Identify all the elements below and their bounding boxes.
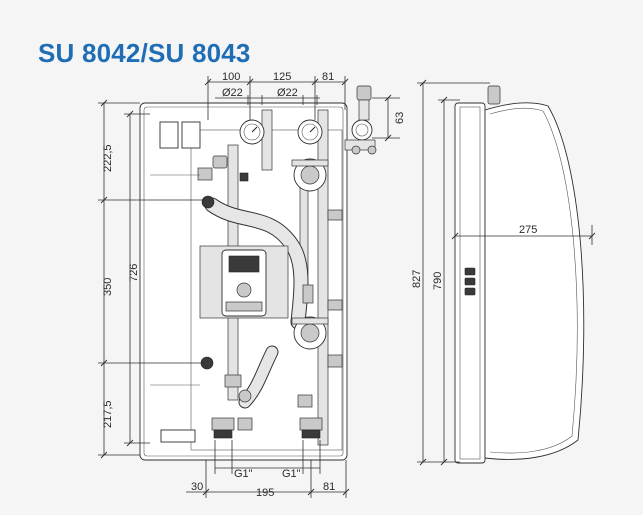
side-outer-ticks [419, 79, 427, 466]
gauge-right-dial [301, 123, 319, 141]
dim-left-350: 350 [102, 278, 114, 296]
gauge-left-dial [243, 123, 261, 141]
dim-bottom-g1-right: G1" [282, 468, 301, 480]
lower-check-valve [238, 389, 252, 403]
right-riser-pipe [317, 109, 329, 446]
side-safety-valve [487, 85, 501, 105]
front-view [139, 85, 377, 461]
gauge-right-needle [309, 126, 316, 133]
bottom-valve-left-body [211, 417, 235, 431]
dim-side-275: 275 [519, 224, 537, 236]
top-ticks [204, 78, 349, 86]
dim-bottom-195: 195 [256, 487, 274, 499]
dim-dia-left: Ø22 [222, 87, 243, 99]
gauge-safety-dial [355, 123, 369, 137]
side-back-inner [459, 106, 481, 460]
safety-valve-cap [356, 85, 372, 101]
dim-side-790: 790 [432, 272, 444, 290]
left-inner-ticks [126, 110, 134, 447]
ball-valve-upper [212, 155, 228, 169]
bottom-valve-right-body [299, 417, 323, 431]
controller-buttons [225, 301, 263, 312]
lower-pump-motor [300, 323, 320, 343]
dim-side-827: 827 [411, 270, 423, 288]
safety-valve-body [358, 99, 370, 121]
flow-meter [302, 284, 314, 304]
dim-top-81: 81 [322, 71, 334, 83]
air-vent-lower [327, 354, 343, 368]
product-title: SU 8042/SU 8043 [38, 38, 251, 68]
side-cover-inner [489, 107, 578, 454]
valve-handle-upper [239, 172, 249, 182]
lower-valve-right [297, 394, 313, 408]
upper-pump-flange [291, 159, 329, 167]
dim-left-726: 726 [128, 264, 140, 282]
cutout-right [181, 121, 201, 149]
air-vent-middle [327, 299, 343, 311]
side-clip-1 [464, 267, 476, 276]
dim-dia-right: Ø22 [277, 87, 298, 99]
safety-fitting-2 [367, 145, 377, 155]
dim-bottom-g1-left: G1" [234, 468, 253, 480]
side-view: 827 790 275 [411, 79, 596, 466]
bend-pipe-fill [205, 198, 308, 329]
housing-inner-edge [143, 106, 344, 457]
gauge-left-needle [251, 126, 258, 133]
lower-pump-flange [291, 317, 329, 325]
left-supply-pipe [261, 109, 273, 171]
bottom-valve-right-nut [301, 429, 321, 439]
dim-top-125: 125 [273, 71, 291, 83]
side-depth-ticks [451, 232, 596, 240]
side-clip-3 [464, 287, 476, 296]
bottom-valve-left-nut [213, 429, 233, 439]
bottom-ticks [202, 488, 350, 496]
dim-63-ticks [384, 94, 392, 142]
controller-knob [236, 282, 252, 298]
left-outer-ticks [100, 99, 108, 459]
gauge-safety [351, 119, 373, 141]
front-dimensions: 100 125 81 Ø22 Ø22 63 222,5 3 [98, 71, 406, 499]
upper-pump-motor [300, 165, 320, 185]
bottom-cutout [160, 429, 196, 443]
fitting-upper-left [197, 167, 213, 181]
bottom-valve-left-2 [237, 417, 253, 431]
side-clip-2 [464, 277, 476, 286]
connection-port-upper [201, 195, 215, 209]
dim-right-63: 63 [394, 112, 406, 124]
side-inner-ticks [440, 96, 448, 466]
dim-bottom-81: 81 [323, 481, 335, 493]
dim-bottom-30: 30 [191, 481, 203, 493]
dim-left-222-5: 222,5 [102, 144, 114, 172]
dim-left-217-5: 217,5 [102, 400, 114, 428]
side-cover [484, 102, 585, 460]
controller-display [228, 255, 260, 273]
air-vent-upper [327, 209, 343, 221]
lower-valve-left [224, 374, 242, 388]
cutout-left [159, 121, 179, 149]
safety-fitting-1 [351, 145, 361, 155]
dim-top-100: 100 [222, 71, 240, 83]
